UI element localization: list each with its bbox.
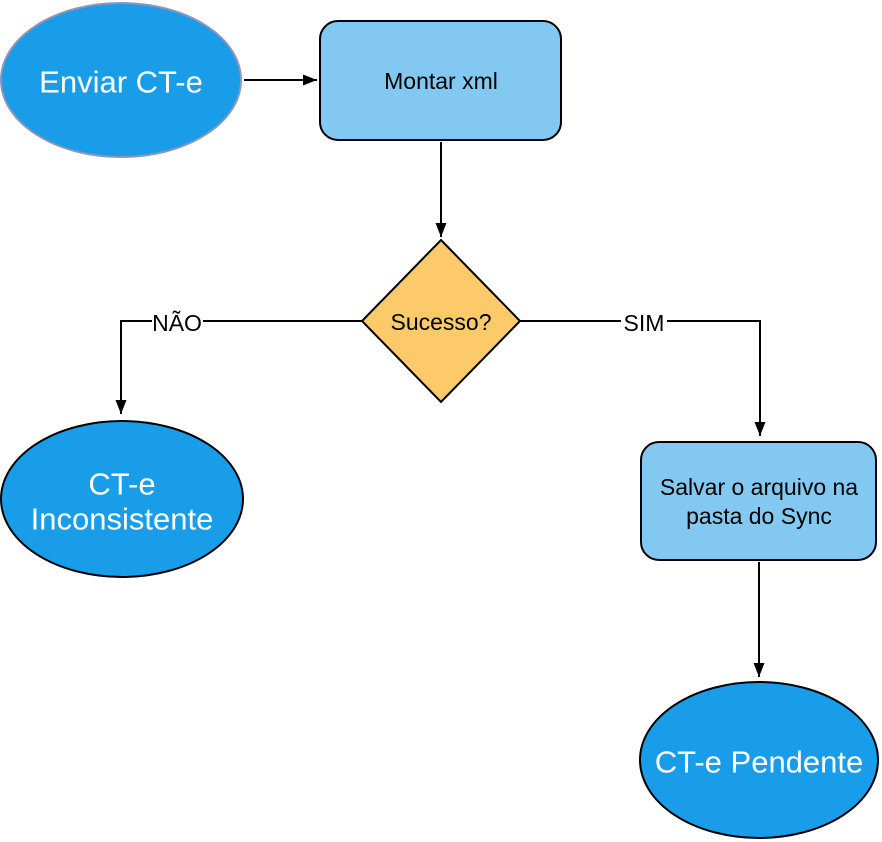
edge-sucesso-sim-to-salvar xyxy=(520,320,766,436)
edge-label-sim: SIM xyxy=(621,308,667,336)
edge-label-nao-bg xyxy=(152,308,203,335)
salvar-rect xyxy=(640,441,877,561)
edge-label-sim-bg xyxy=(621,308,667,335)
edge-label-nao: NÃO xyxy=(152,308,203,336)
node-cte-pendente: CT-e Pendente xyxy=(639,681,879,839)
node-enviar-cte: Enviar CT-e xyxy=(0,2,242,158)
salvar-label-line2: pasta do Sync xyxy=(686,503,832,529)
edges xyxy=(115,74,766,677)
inconsistente-ellipse xyxy=(0,420,244,578)
montar-rect xyxy=(319,20,562,141)
enviar-label: Enviar CT-e xyxy=(39,65,203,100)
node-cte-inconsistente: CT-e Inconsistente xyxy=(0,420,244,578)
node-sucesso-decision: Sucesso? xyxy=(360,238,522,404)
edge-sucesso-nao-to-inconsistente xyxy=(115,320,362,414)
pendente-label: CT-e Pendente xyxy=(655,745,864,780)
salvar-label-line1: Salvar o arquivo na xyxy=(660,474,858,500)
sucesso-diamond xyxy=(360,238,522,404)
node-salvar-arquivo: Salvar o arquivo na pasta do Sync xyxy=(640,441,877,561)
inconsistente-label-line1: CT-e xyxy=(88,467,155,502)
edge-label-nao-text: NÃO xyxy=(152,310,202,336)
pendente-ellipse xyxy=(639,681,879,839)
inconsistente-label-line2: Inconsistente xyxy=(31,502,214,537)
node-montar-xml: Montar xml xyxy=(319,20,562,141)
enviar-ellipse xyxy=(0,2,242,158)
sucesso-label: Sucesso? xyxy=(390,309,491,335)
edge-label-sim-text: SIM xyxy=(624,310,665,336)
montar-label: Montar xml xyxy=(384,68,498,94)
